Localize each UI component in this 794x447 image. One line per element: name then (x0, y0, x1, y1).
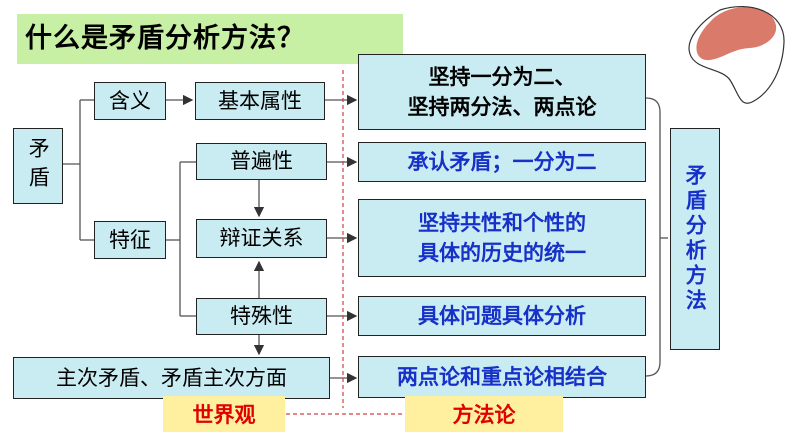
decorative-blob-icon (688, 6, 785, 104)
method-box-3: 坚持共性和个性的 具体的历史的统一 (358, 199, 646, 277)
basic-attribute-box: 基本属性 (195, 82, 325, 120)
page-title: 什么是矛盾分析方法？ (17, 14, 403, 64)
meaning-box: 含义 (94, 82, 166, 120)
method-3-line-1: 坚持共性和个性的 (418, 210, 586, 235)
particularity-box: 特殊性 (196, 298, 327, 335)
method-3-line-2: 具体的历史的统一 (418, 241, 586, 265)
analysis-method-box: 矛盾分析方法 (670, 128, 720, 350)
method-1-line-1: 坚持一分为二、 (428, 64, 576, 89)
methodology-tag: 方法论 (405, 396, 563, 432)
contradiction-box: 矛盾 (13, 128, 63, 204)
method-box-2: 承认矛盾；一分为二 (358, 142, 646, 182)
method-1-line-2: 坚持两分法、两点论 (407, 95, 597, 119)
method-box-1: 坚持一分为二、 坚持两分法、两点论 (358, 54, 646, 130)
method-box-4: 具体问题具体分析 (358, 296, 646, 336)
method-box-5: 两点论和重点论相结合 (358, 356, 646, 398)
feature-box: 特征 (94, 221, 166, 259)
universality-box: 普遍性 (196, 143, 327, 180)
worldview-tag: 世界观 (163, 396, 285, 432)
principal-contradiction-box: 主次矛盾、矛盾主次方面 (13, 357, 330, 399)
dialectical-relation-box: 辩证关系 (196, 219, 327, 258)
